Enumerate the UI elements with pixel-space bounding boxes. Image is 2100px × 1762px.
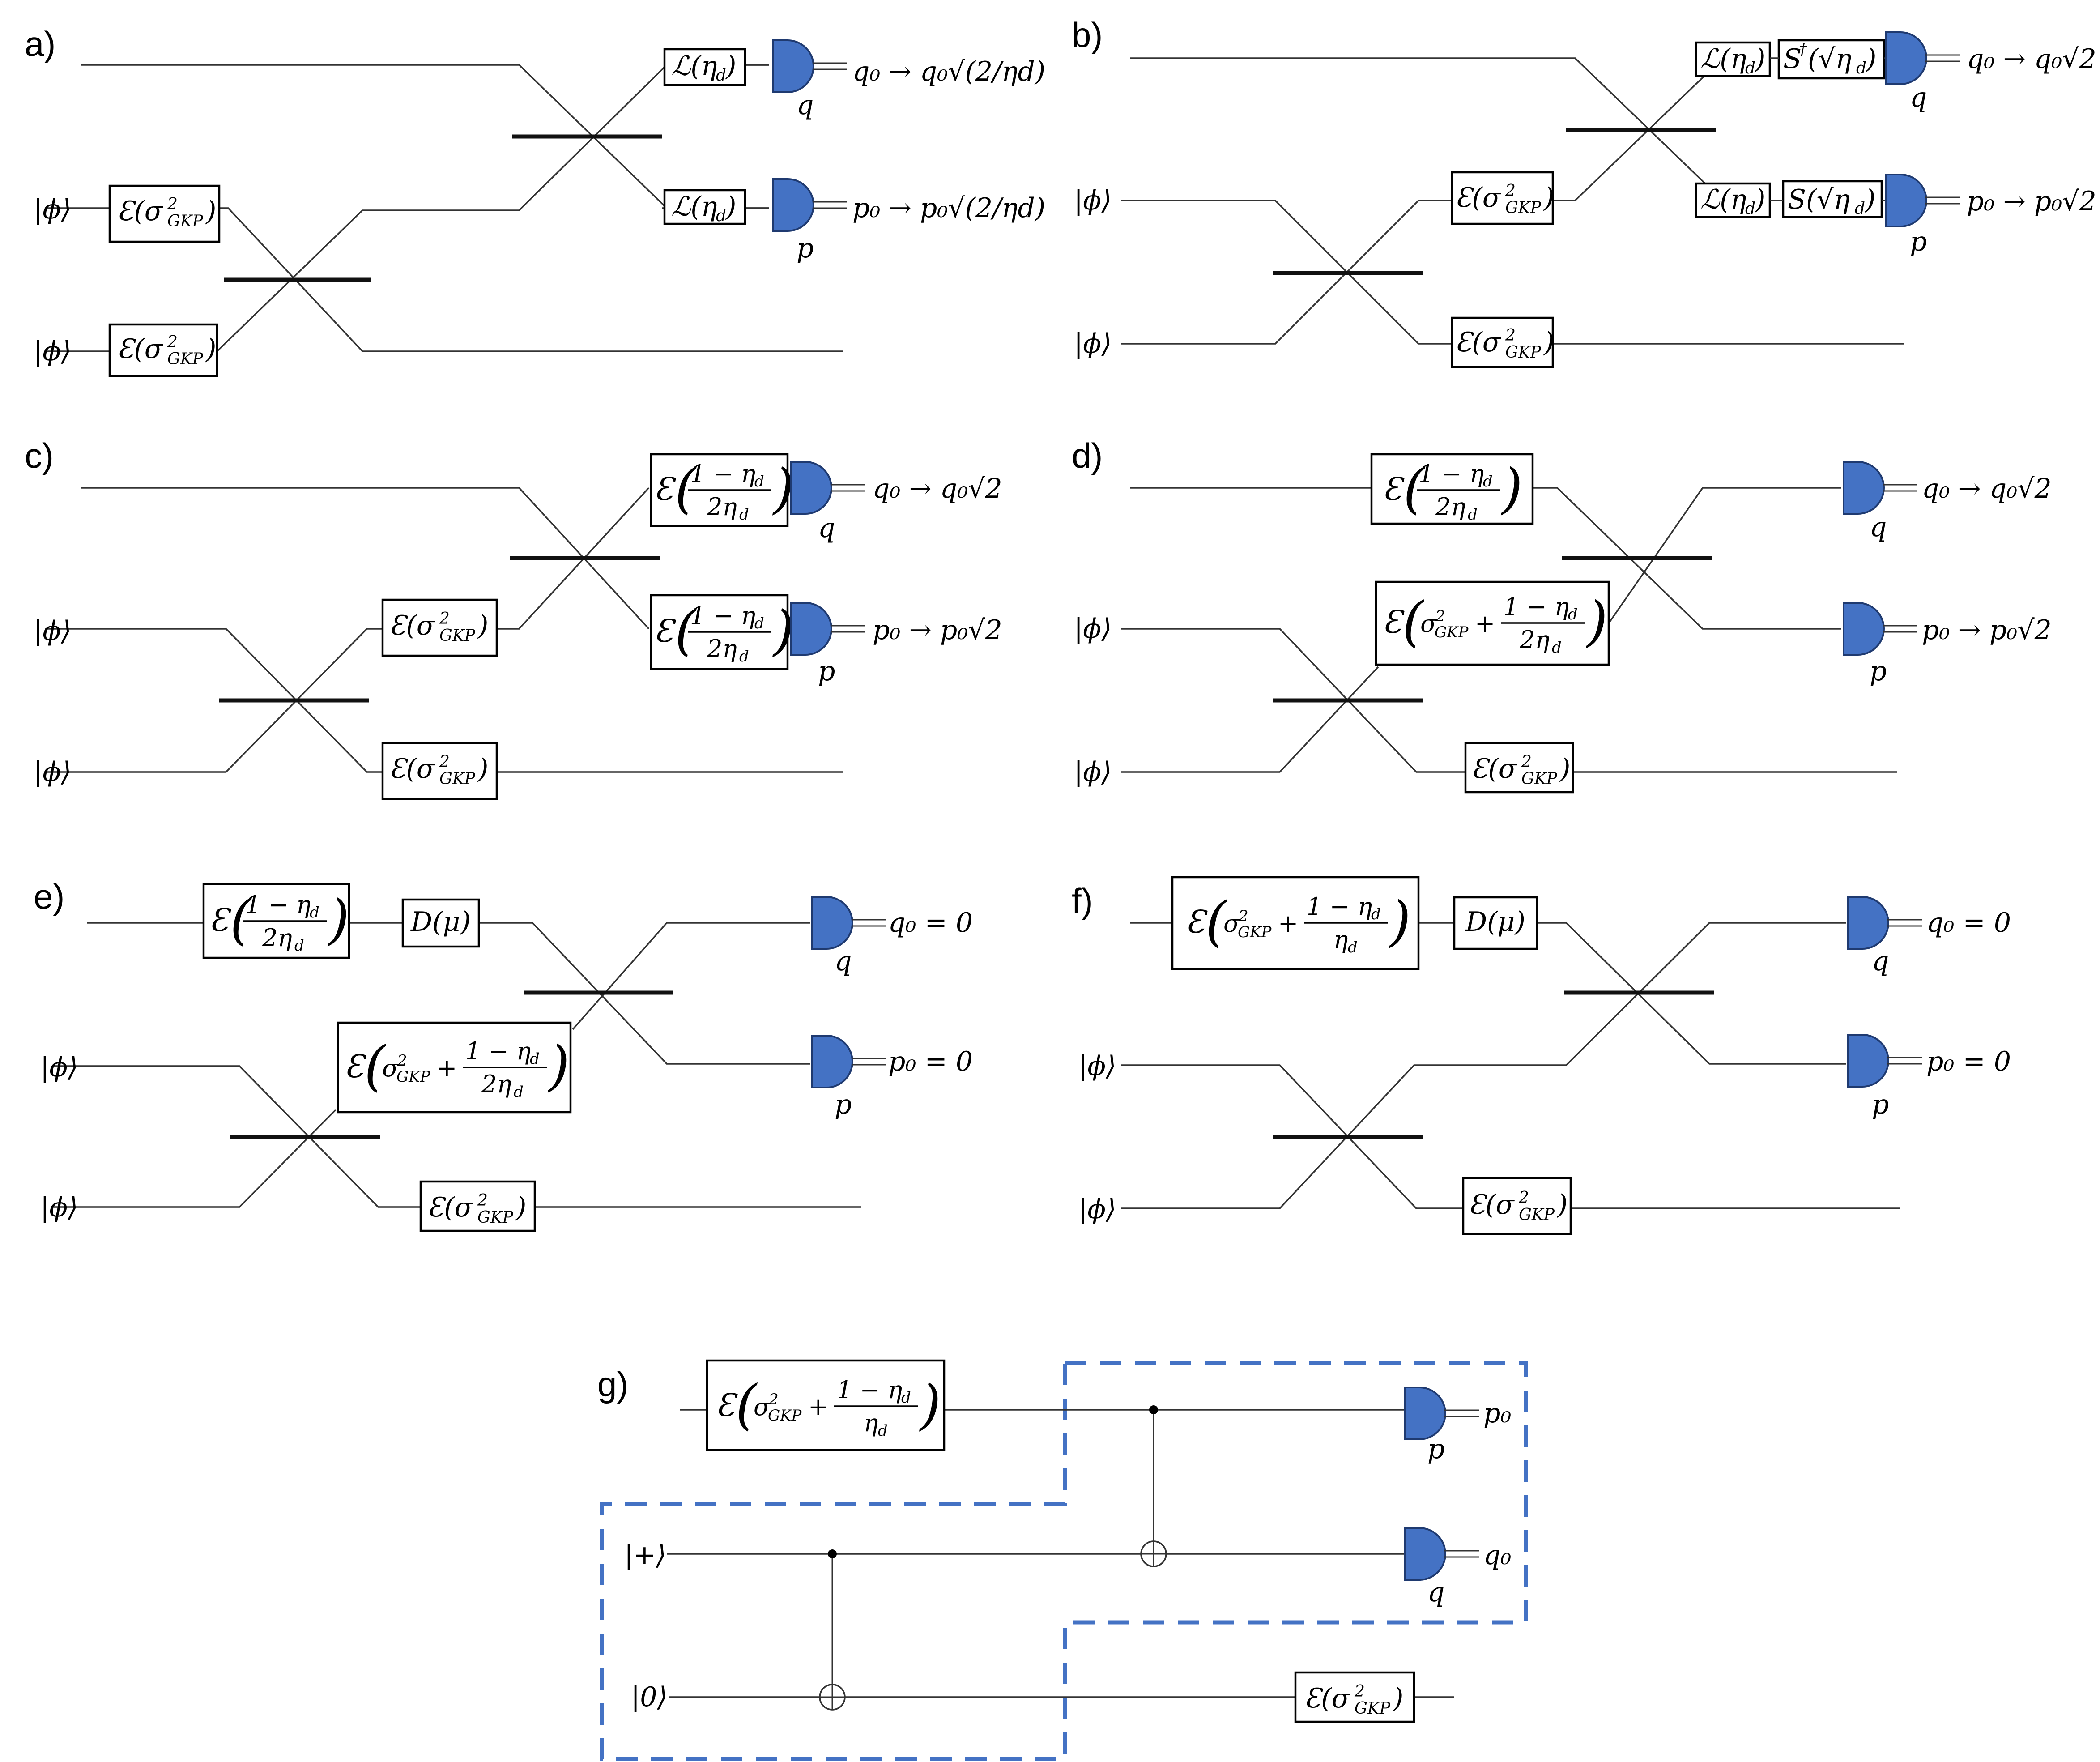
dashed-region — [600, 1361, 1528, 1761]
homodyne-detector-q — [772, 39, 848, 93]
p-outcome: p₀ → p₀√2 — [1922, 614, 2052, 646]
homodyne-detector-q — [1885, 31, 1961, 85]
input-state: |ϕ⟩ — [34, 336, 72, 367]
panel-g: g) |+⟩ |0⟩ p q p₀ q₀ — [597, 1359, 1528, 1761]
quadrature-label: q — [818, 512, 835, 544]
quadrature-label: q — [1427, 1577, 1444, 1608]
input-state: |ϕ⟩ — [40, 1052, 78, 1083]
displacement-label: D(μ) — [410, 906, 471, 938]
panel-label: f) — [1072, 881, 1093, 921]
quadrature-label: p — [1870, 656, 1887, 687]
input-state: |ϕ⟩ — [34, 615, 72, 647]
panel-c: c) |ϕ⟩ |ϕ⟩ q p q₀ → q₀√2 p₀ → p₀√2 — [25, 436, 1002, 800]
homodyne-detector-q — [1843, 461, 1918, 515]
panel-label: d) — [1072, 436, 1103, 475]
homodyne-detector-q — [790, 461, 866, 515]
input-state: |ϕ⟩ — [1074, 328, 1112, 359]
input-state: |ϕ⟩ — [1078, 1194, 1116, 1225]
svg-text:d: d — [1856, 59, 1866, 77]
panel-label: c) — [25, 436, 54, 475]
squeeze-box — [1782, 180, 1883, 218]
q-outcome: q₀ = 0 — [888, 907, 973, 939]
homodyne-detector-p — [1404, 1387, 1480, 1440]
quadrature-label: p — [835, 1089, 852, 1120]
panel-d: d) |ϕ⟩ |ϕ⟩ q p q₀ → q₀√2 p₀ → p₀√2 — [1072, 436, 2052, 794]
homodyne-detector-p — [772, 178, 848, 232]
p-outcome: p₀ — [1483, 1398, 1511, 1429]
homodyne-detector-p — [1885, 174, 1961, 227]
quadrature-label: q — [1870, 512, 1887, 543]
zero-state: |0⟩ — [631, 1681, 668, 1713]
panel-label: e) — [34, 877, 64, 916]
input-state: |ϕ⟩ — [1074, 185, 1112, 216]
q-outcome: q₀ — [1483, 1540, 1511, 1571]
plus-state: |+⟩ — [624, 1540, 666, 1571]
panel-label: a) — [25, 24, 55, 64]
homodyne-detector-q — [1847, 896, 1923, 950]
q-outcome: q₀ = 0 — [1926, 907, 2011, 939]
cnot-control — [828, 1549, 837, 1558]
quadrature-label: q — [835, 946, 852, 977]
input-state: |ϕ⟩ — [34, 194, 72, 225]
svg-text:S: S — [1783, 43, 1802, 75]
svg-text:(√η: (√η — [1808, 43, 1852, 75]
wire-mode-1 — [81, 487, 650, 630]
input-state: |ϕ⟩ — [34, 756, 72, 788]
displacement-box — [1453, 896, 1538, 950]
q-outcome: q₀ → q₀√(2/ηd) — [852, 56, 1045, 87]
squeeze-dagger-box — [1777, 39, 1885, 80]
svg-text:S(√η: S(√η — [1788, 184, 1850, 215]
panel-e: e) |ϕ⟩ |ϕ⟩ D(μ) q p q₀ = 0 p₀ = 0 — [34, 877, 973, 1232]
cnot-control — [1149, 1405, 1158, 1414]
homodyne-detector-q — [1404, 1527, 1480, 1581]
quadrature-label: p — [1910, 226, 1927, 257]
quadrature-label: p — [797, 233, 814, 264]
q-outcome: q₀ → q₀√2 — [1967, 43, 2096, 75]
quadrature-label: p — [818, 656, 835, 687]
p-outcome: p₀ → p₀√2 — [873, 614, 1002, 646]
displacement-label: D(μ) — [1465, 906, 1525, 938]
panel-label: g) — [597, 1365, 628, 1404]
quadrature-label: p — [1872, 1089, 1889, 1120]
quadrature-label: q — [1872, 946, 1889, 977]
input-state: |ϕ⟩ — [1078, 1050, 1116, 1082]
homodyne-detector-p — [1847, 1034, 1923, 1088]
input-state: |ϕ⟩ — [1074, 756, 1112, 788]
quadrature-label: q — [1910, 82, 1927, 113]
homodyne-detector-p — [790, 602, 866, 656]
panel-f: f) |ϕ⟩ |ϕ⟩ D(μ) q p q₀ = 0 p₀ = 0 — [1072, 876, 2011, 1235]
homodyne-detector-p — [1843, 602, 1918, 656]
homodyne-detector-p — [811, 1035, 887, 1088]
p-outcome: p₀ → p₀√(2/ηd) — [852, 192, 1045, 224]
svg-text:): ) — [1865, 43, 1876, 75]
input-state: |ϕ⟩ — [1074, 613, 1112, 644]
svg-text:): ) — [1864, 184, 1875, 215]
p-outcome: p₀ = 0 — [1926, 1046, 2011, 1077]
input-state: |ϕ⟩ — [40, 1192, 78, 1223]
homodyne-detector-q — [811, 896, 887, 950]
panel-a: a) |ϕ⟩ |ϕ⟩ q p q₀ → q₀√(2/ηd) p₀ → p₀√(2… — [25, 24, 1045, 377]
quadrature-label: q — [797, 90, 814, 121]
q-outcome: q₀ → q₀√2 — [1922, 473, 2052, 504]
q-outcome: q₀ → q₀√2 — [873, 473, 1002, 504]
p-outcome: p₀ = 0 — [888, 1046, 973, 1077]
panel-label: b) — [1072, 15, 1103, 55]
quadrature-label: p — [1427, 1433, 1444, 1465]
svg-text:d: d — [1855, 200, 1865, 218]
displacement-box — [401, 898, 480, 948]
p-outcome: p₀ → p₀√2 — [1967, 186, 2096, 217]
svg-text:†: † — [1799, 40, 1807, 59]
